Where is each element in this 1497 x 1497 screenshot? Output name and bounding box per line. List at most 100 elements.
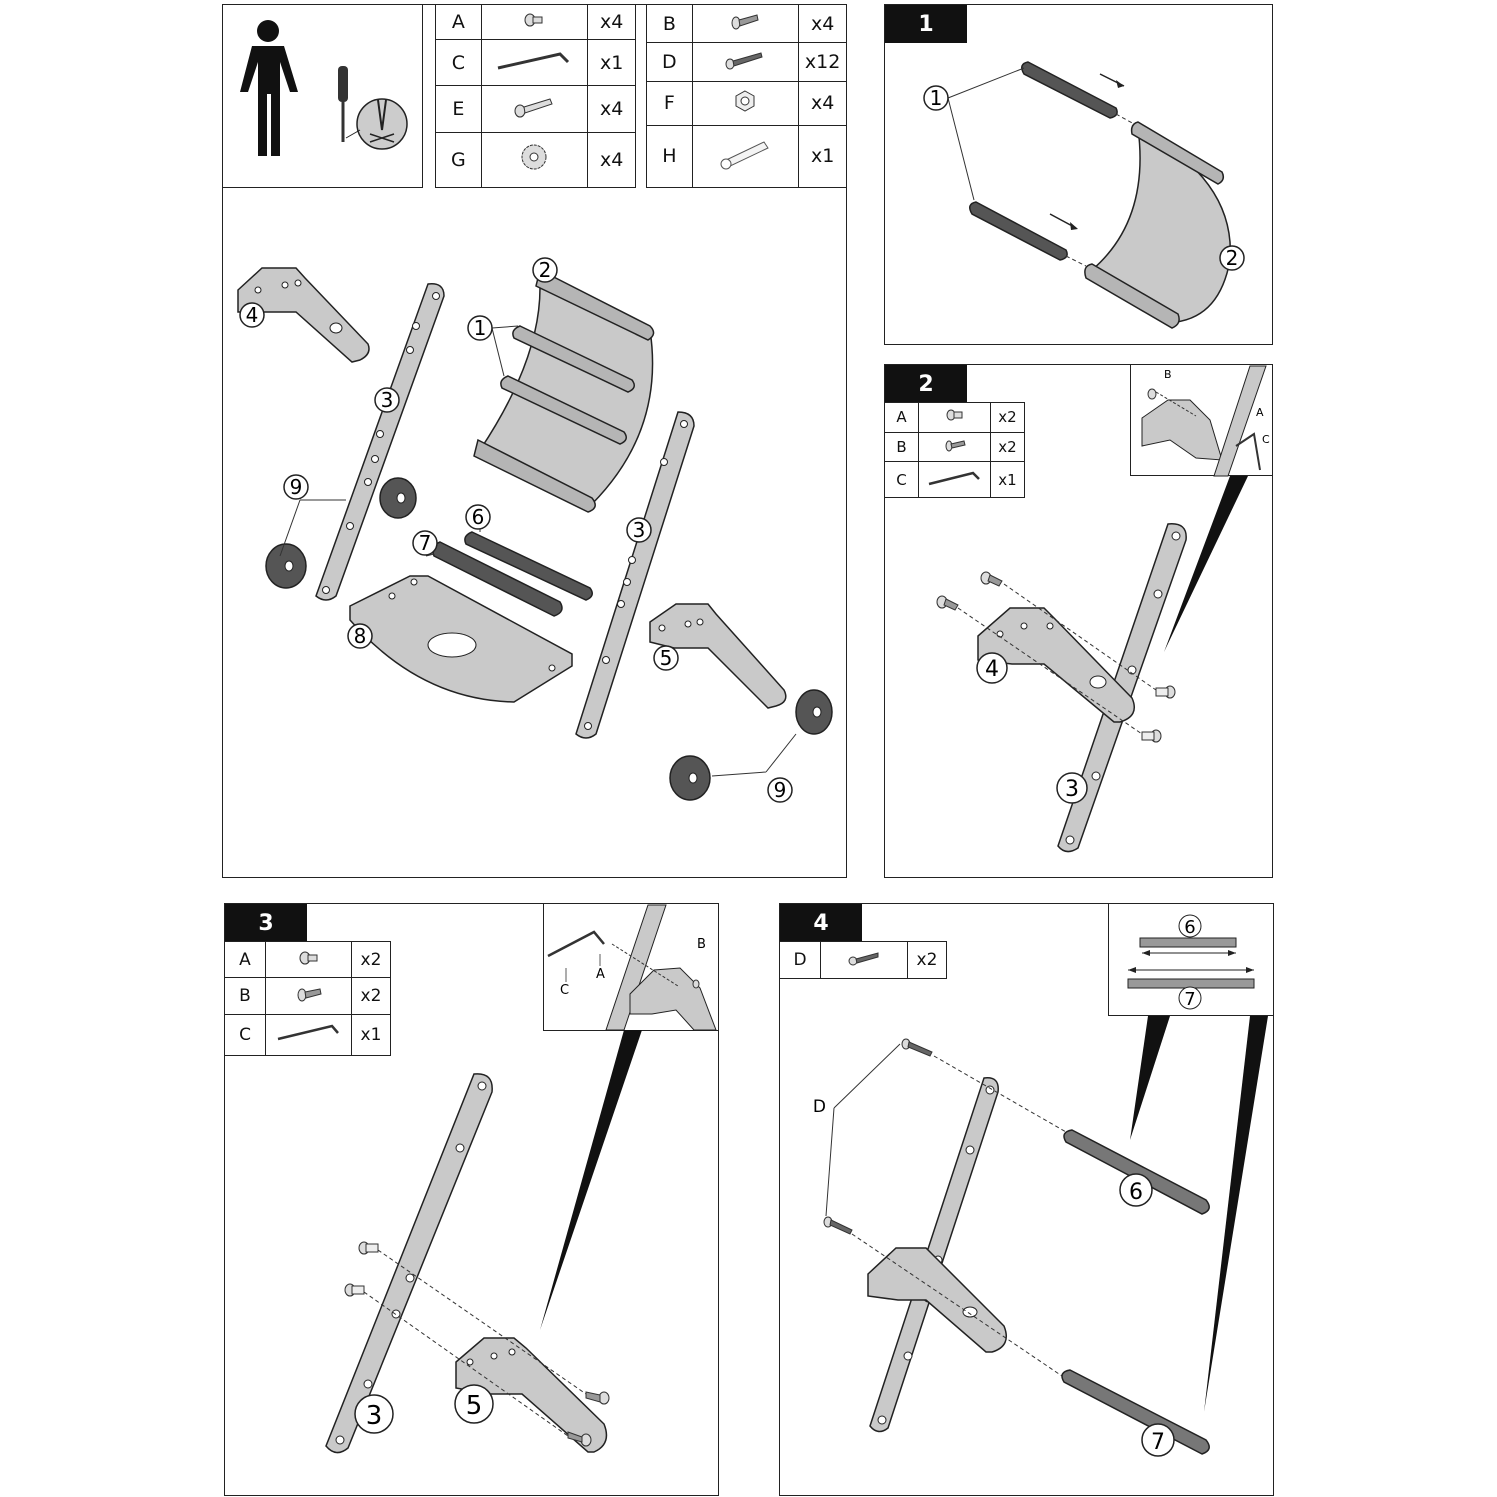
part-qty: x1 <box>990 461 1025 498</box>
table-row: A x4 <box>435 3 636 41</box>
inset-label-b: B <box>1164 368 1172 381</box>
screw-short-icon <box>265 940 352 979</box>
svg-text:5: 5 <box>660 646 673 670</box>
long-screw-icon <box>691 42 800 82</box>
svg-text:3: 3 <box>1065 777 1079 802</box>
callout-3-left: 3 <box>374 387 400 413</box>
inset-label-a: A <box>1256 406 1264 419</box>
leg-part-3-right <box>575 411 695 739</box>
inset-label-c: C <box>1262 433 1270 446</box>
leg-part-3-left <box>315 283 445 601</box>
table-row: E x4 <box>435 85 636 133</box>
svg-text:7: 7 <box>419 531 432 555</box>
step-number-badge: 2 <box>885 365 967 403</box>
parts-table-left: A x4 C x1 E x4 G x4 <box>435 3 636 189</box>
callout-5: 5 <box>653 645 679 671</box>
screw-icon <box>265 977 352 1015</box>
callout-1: 1 <box>923 85 949 111</box>
screw-d-bottom <box>823 1216 853 1235</box>
callout-7: 7 <box>1141 1423 1175 1457</box>
part-qty: x4 <box>798 3 847 44</box>
svg-text:3: 3 <box>381 388 394 412</box>
callout-2: 2 <box>532 257 558 283</box>
step-number-badge: 3 <box>225 904 307 942</box>
callout-2: 2 <box>1219 245 1245 271</box>
callout-9-left: 9 <box>283 474 309 500</box>
inset-label-c: C <box>560 983 569 998</box>
inset-label-b: B <box>697 937 706 952</box>
allen-key-icon <box>265 1013 352 1057</box>
part-label: A <box>224 940 266 979</box>
part-qty: x2 <box>351 940 391 979</box>
screw-b-bottom <box>936 595 959 611</box>
svg-text:3: 3 <box>633 518 646 542</box>
svg-text:7: 7 <box>1184 989 1195 1010</box>
wheel-part-9-right <box>669 689 833 801</box>
table-row: G x4 <box>435 131 636 189</box>
svg-text:1: 1 <box>474 316 487 340</box>
svg-text:6: 6 <box>472 505 485 529</box>
bolt-icon <box>480 85 589 133</box>
parts-table-right: B x4 D x12 F x4 H x1 <box>646 3 847 189</box>
part-qty: x2 <box>990 431 1025 463</box>
callout-4: 4 <box>976 652 1008 684</box>
part-qty: x1 <box>587 39 636 87</box>
rod-part-6 <box>464 531 593 601</box>
inset-callout-7: 7 <box>1178 986 1202 1010</box>
step-number-badge: 4 <box>780 904 862 942</box>
screw-a <box>358 1241 379 1255</box>
screw-icon <box>691 3 800 44</box>
svg-text:6: 6 <box>1129 1180 1143 1205</box>
callout-1: 1 <box>467 315 493 341</box>
part-label: C <box>224 1013 266 1057</box>
table-row: B x4 <box>646 3 847 44</box>
part-label: D <box>779 941 821 979</box>
screw-b <box>585 1391 610 1405</box>
part-qty: x12 <box>798 42 847 82</box>
part-qty: x2 <box>351 977 391 1015</box>
tools-box <box>222 4 423 188</box>
bracket-part-4 <box>237 267 370 363</box>
screw-d-top <box>901 1038 933 1057</box>
callout-6: 6 <box>465 504 491 530</box>
svg-text:2: 2 <box>1226 246 1239 270</box>
step-number-badge: 1 <box>885 5 967 43</box>
table-row: H x1 <box>646 124 847 189</box>
inset-callout-6: 6 <box>1178 914 1202 938</box>
part-label: C <box>884 461 919 498</box>
seat-base-part-8 <box>349 575 573 703</box>
screw-b <box>567 1431 592 1447</box>
inset-label-a: A <box>596 967 605 982</box>
part-qty: x4 <box>587 131 636 189</box>
part-qty: x4 <box>798 80 847 126</box>
part-qty: x4 <box>587 85 636 133</box>
allen-key-icon <box>918 461 991 498</box>
svg-text:7: 7 <box>1151 1430 1165 1455</box>
callout-9-right: 9 <box>767 777 793 803</box>
svg-text:1: 1 <box>930 86 943 110</box>
part-label: B <box>224 977 266 1015</box>
screw-a-bottom <box>1141 729 1162 743</box>
part-qty: x1 <box>798 124 847 189</box>
callout-3: 3 <box>354 1394 394 1434</box>
part-label: E <box>435 85 482 133</box>
seat-part-2 <box>473 268 655 513</box>
nut-icon <box>691 80 800 126</box>
callout-3: 3 <box>1056 772 1088 804</box>
svg-text:5: 5 <box>466 1391 483 1421</box>
wrench-icon <box>691 124 800 189</box>
part-label: F <box>646 80 693 126</box>
